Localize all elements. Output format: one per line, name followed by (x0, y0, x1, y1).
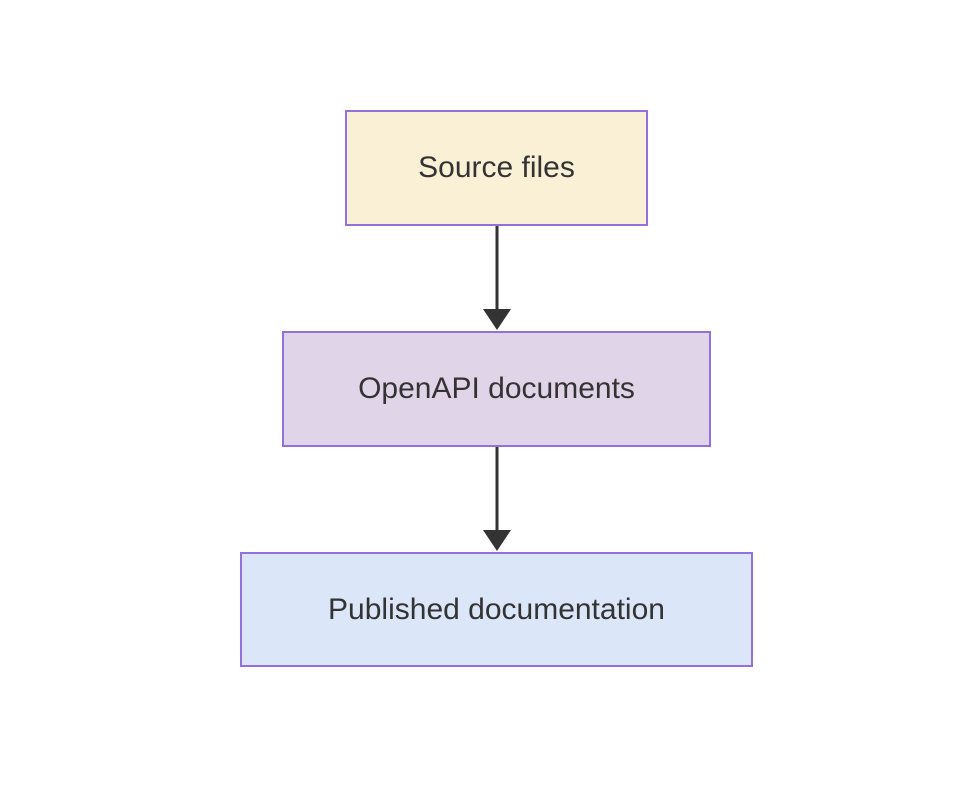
arrow-down-icon (483, 530, 511, 551)
node-label: OpenAPI documents (358, 372, 635, 405)
node-published-documentation: Published documentation (240, 552, 753, 667)
node-label: Published documentation (328, 592, 665, 626)
arrow-down-icon (483, 309, 511, 330)
node-label: Source files (418, 151, 575, 184)
node-openapi-documents: OpenAPI documents (282, 331, 711, 447)
edge-openapi-to-published (483, 447, 511, 551)
edge-source-to-openapi (483, 226, 511, 330)
node-source-files: Source files (345, 110, 648, 226)
